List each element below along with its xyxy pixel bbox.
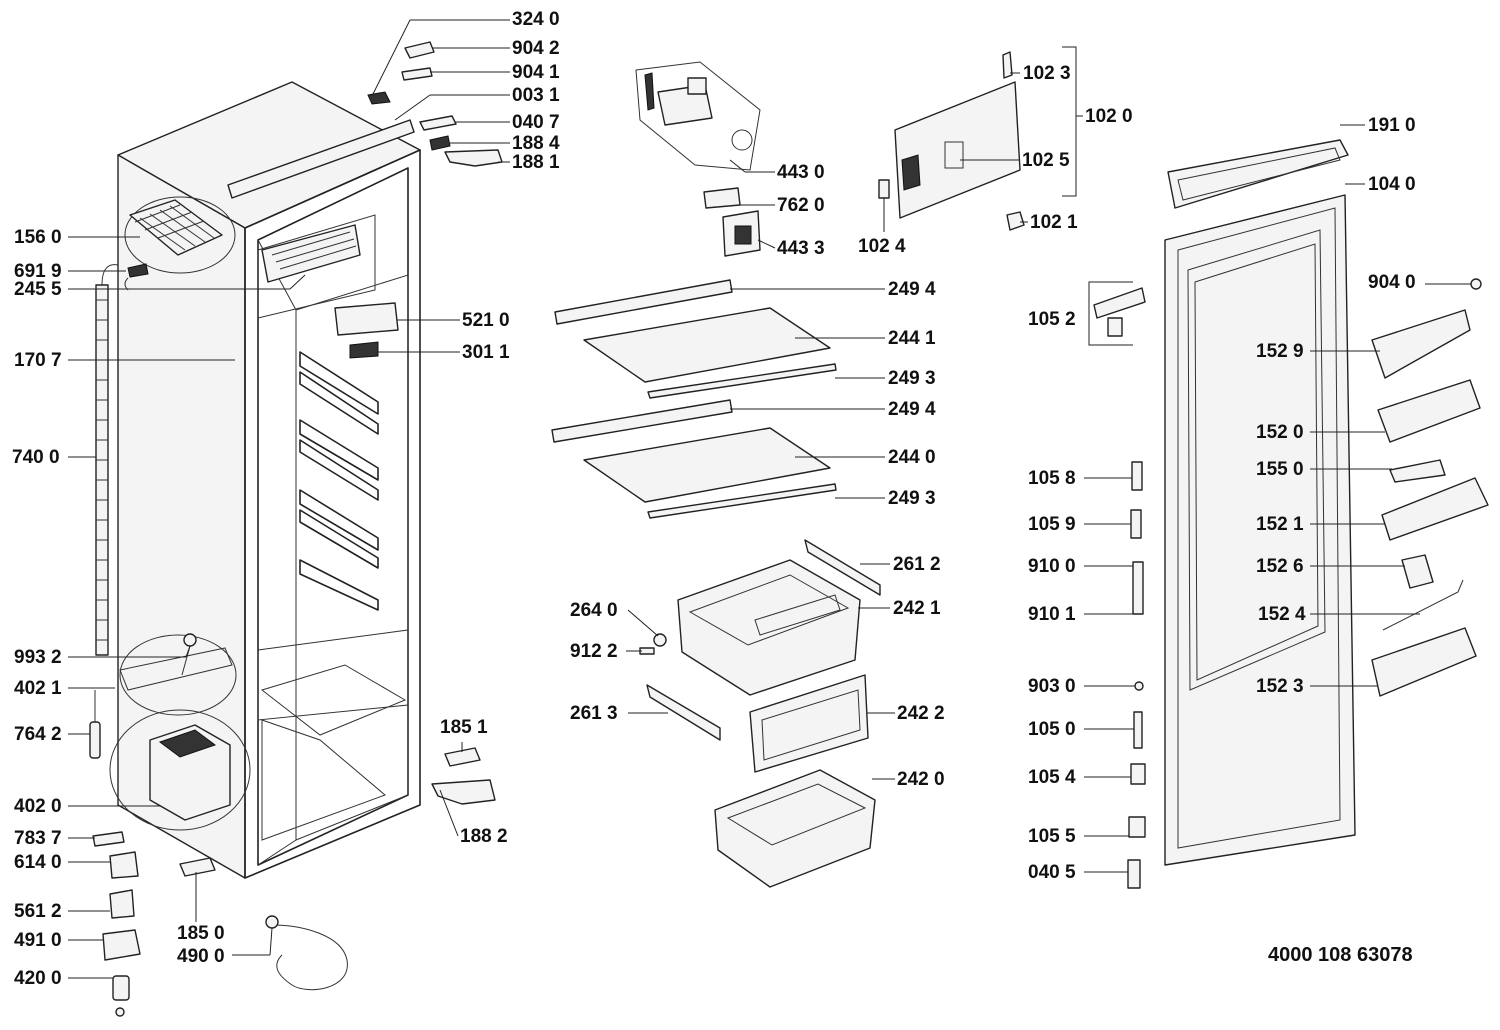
label-740-0: 740 0: [12, 447, 60, 468]
label-188-1: 188 1: [512, 152, 560, 173]
label-245-5: 245 5: [14, 279, 62, 300]
label-249-3-lower: 249 3: [888, 488, 936, 509]
label-491-0: 491 0: [14, 930, 62, 951]
document-number: 4000 108 63078: [1268, 944, 1413, 966]
label-904-1: 904 1: [512, 62, 560, 83]
label-040-7: 040 7: [512, 112, 560, 133]
label-040-5: 040 5: [1028, 862, 1076, 883]
label-242-0: 242 0: [897, 769, 945, 790]
label-420-0: 420 0: [14, 968, 62, 989]
label-191-0: 191 0: [1368, 115, 1416, 136]
label-152-6: 152 6: [1256, 556, 1304, 577]
label-102-3: 102 3: [1023, 63, 1071, 84]
label-402-0: 402 0: [14, 796, 62, 817]
label-105-4: 105 4: [1028, 767, 1076, 788]
fan-assembly: [635, 61, 761, 257]
label-691-9: 691 9: [14, 261, 62, 282]
freezer-door: [878, 46, 1077, 231]
label-912-2: 912 2: [570, 641, 618, 662]
label-104-0: 104 0: [1368, 174, 1416, 195]
label-185-1: 185 1: [440, 717, 488, 738]
label-910-1: 910 1: [1028, 604, 1076, 625]
label-105-5: 105 5: [1028, 826, 1076, 847]
label-155-0: 155 0: [1256, 459, 1304, 480]
label-242-1: 242 1: [893, 598, 941, 619]
label-764-2: 764 2: [14, 724, 62, 745]
label-156-0: 156 0: [14, 227, 62, 248]
fridge-door: [1164, 139, 1489, 866]
label-249-4-lower: 249 4: [888, 399, 936, 420]
label-490-0: 490 0: [177, 946, 225, 967]
label-261-3: 261 3: [570, 703, 618, 724]
label-249-3-upper: 249 3: [888, 368, 936, 389]
label-105-2: 105 2: [1028, 309, 1076, 330]
label-910-0: 910 0: [1028, 556, 1076, 577]
label-102-5: 102 5: [1022, 150, 1070, 171]
label-102-0: 102 0: [1085, 106, 1133, 127]
label-244-0: 244 0: [888, 447, 936, 468]
label-443-3: 443 3: [777, 238, 825, 259]
label-301-1: 301 1: [462, 342, 510, 363]
label-264-0: 264 0: [570, 600, 618, 621]
label-152-3: 152 3: [1256, 676, 1304, 697]
condenser: [89, 264, 119, 759]
label-443-0: 443 0: [777, 162, 825, 183]
label-993-2: 993 2: [14, 647, 62, 668]
label-003-1: 003 1: [512, 85, 560, 106]
top-hinge-parts: [124, 41, 503, 359]
label-244-1: 244 1: [888, 328, 936, 349]
label-762-0: 762 0: [777, 195, 825, 216]
label-102-4: 102 4: [858, 236, 906, 257]
label-614-0: 614 0: [14, 852, 62, 873]
label-152-1: 152 1: [1256, 514, 1304, 535]
glass-shelves: [551, 279, 837, 519]
label-105-9: 105 9: [1028, 514, 1076, 535]
cabinet-body: [109, 81, 421, 879]
label-188-2: 188 2: [460, 826, 508, 847]
label-152-4: 152 4: [1258, 604, 1306, 625]
hinge-parts: [1088, 281, 1146, 889]
label-904-2: 904 2: [512, 38, 560, 59]
leader-lines: [68, 19, 1471, 979]
label-402-1: 402 1: [14, 678, 62, 699]
label-249-4-upper: 249 4: [888, 279, 936, 300]
part-labels: 324 0 904 2 904 1 003 1 040 7 188 4 188 …: [12, 9, 1416, 989]
label-242-2: 242 2: [897, 703, 945, 724]
label-105-8: 105 8: [1028, 468, 1076, 489]
label-521-0: 521 0: [462, 310, 510, 331]
label-152-9: 152 9: [1256, 341, 1304, 362]
label-152-0: 152 0: [1256, 422, 1304, 443]
label-261-2: 261 2: [893, 554, 941, 575]
label-783-7: 783 7: [14, 828, 62, 849]
label-324-0: 324 0: [512, 9, 560, 30]
label-561-2: 561 2: [14, 901, 62, 922]
label-903-0: 903 0: [1028, 676, 1076, 697]
label-105-0: 105 0: [1028, 719, 1076, 740]
label-170-7: 170 7: [14, 350, 62, 371]
drawers: [639, 539, 881, 888]
label-904-0: 904 0: [1368, 272, 1416, 293]
electrical-parts: [92, 747, 496, 1017]
label-188-4: 188 4: [512, 133, 560, 154]
label-102-1: 102 1: [1030, 212, 1078, 233]
label-185-0: 185 0: [177, 923, 225, 944]
